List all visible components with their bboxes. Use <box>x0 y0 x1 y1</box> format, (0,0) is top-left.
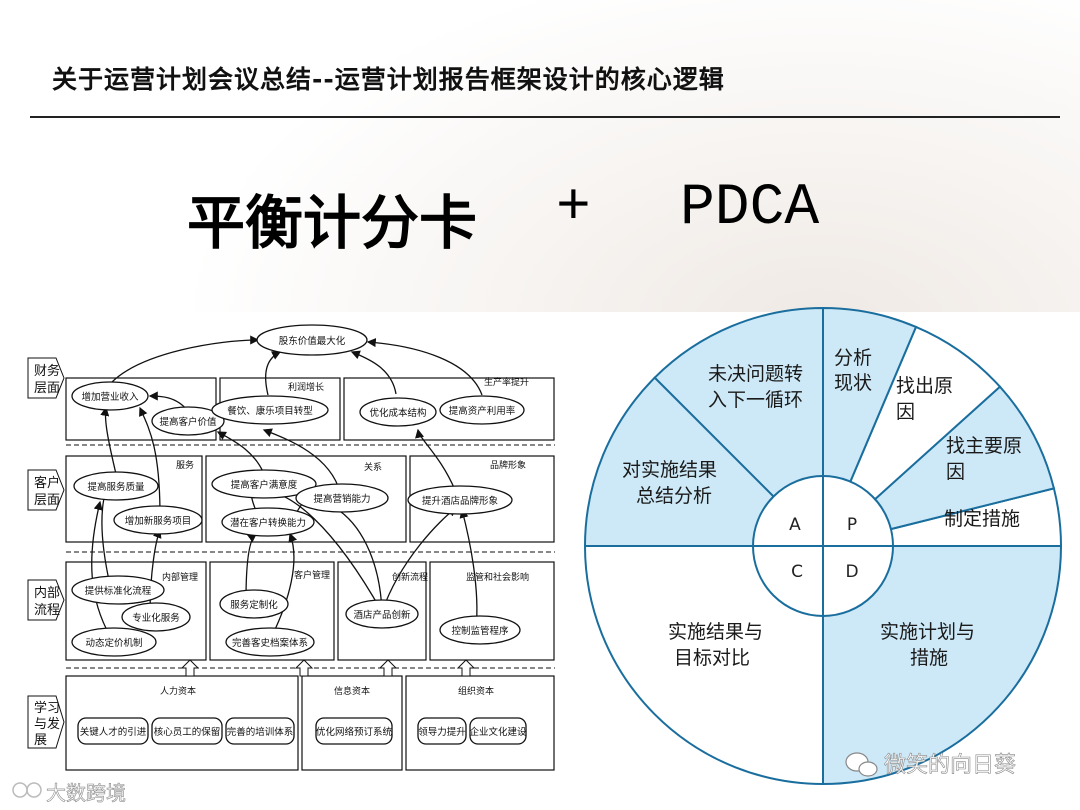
pdca-seg-unsolved-1: 未决问题转 <box>708 363 803 385</box>
node-shareholder: 股东价值最大化 <box>279 335 346 347</box>
section-innovation: 创新流程 <box>392 571 428 583</box>
section-service: 服务 <box>176 459 194 471</box>
node-conversion: 潜在客户转换能力 <box>230 517 306 529</box>
node-training: 完善的培训体系 <box>227 726 294 738</box>
headline-plus: + <box>556 176 591 241</box>
pdca-sector-implement <box>822 545 1063 786</box>
pdca-quadrant-a: A <box>789 515 801 535</box>
layer-learning-line2: 与发 <box>34 716 60 732</box>
node-asset-use: 提高资产利用率 <box>449 405 516 417</box>
node-product-innov: 酒店产品创新 <box>353 609 411 621</box>
node-dyn-pricing: 动态定价机制 <box>85 637 142 649</box>
pdca-quadrant-d: D <box>845 562 858 582</box>
node-catering: 餐饮、康乐项目转型 <box>227 405 313 417</box>
section-regulation: 监管和社会影响 <box>466 571 529 583</box>
node-marketing: 提高营销能力 <box>313 493 370 505</box>
pdca-seg-analysis-1: 分析 <box>834 347 872 369</box>
layer-finance-line2: 层面 <box>34 381 60 396</box>
pdca-sector-compare <box>583 545 824 786</box>
pdca-seg-maincause-2: 因 <box>946 461 965 483</box>
watermark-right: 微笑的向日葵 <box>845 752 1016 778</box>
watermark-left-text: 大数跨境 <box>46 781 126 805</box>
layer-internal-line2: 流程 <box>34 603 60 618</box>
layer-finance-line1: 财务 <box>34 363 60 379</box>
node-brand-image: 提升酒店品牌形象 <box>422 495 499 507</box>
node-customer-value: 提高客户价值 <box>159 416 217 428</box>
pdca-seg-compare-2: 目标对比 <box>674 647 750 669</box>
title-divider <box>30 116 1060 118</box>
node-service-quality: 提高服务质量 <box>87 481 145 493</box>
section-relation: 关系 <box>364 461 382 473</box>
section-internal-mgmt: 内部管理 <box>162 571 198 583</box>
layer-learning: 学习 与发 展 <box>27 695 65 749</box>
headline-bsc: 平衡计分卡 <box>187 189 478 257</box>
pdca-seg-findcause-2: 因 <box>896 401 915 423</box>
node-std-process: 提供标准化流程 <box>85 585 152 597</box>
bsc-diagram: 财务 层面 客户 层面 内部 流程 学习 与发 展 <box>22 312 560 782</box>
section-info-capital: 信息资本 <box>334 685 370 697</box>
layer-finance: 财务 层面 <box>27 357 65 399</box>
wechat-icon <box>845 752 878 777</box>
headline-pdca: PDCA <box>680 176 820 241</box>
layer-customer: 客户 层面 <box>27 469 65 511</box>
pdca-sector-unsolved <box>653 306 824 549</box>
pdca-seg-implement-2: 措施 <box>910 647 948 669</box>
pdca-seg-implement-1: 实施计划与 <box>880 621 975 643</box>
node-revenue: 增加营业收入 <box>81 391 139 403</box>
pdca-seg-measures: 制定措施 <box>944 508 1020 530</box>
layer-internal: 内部 流程 <box>27 579 65 621</box>
pdca-seg-summary-2: 总结分析 <box>636 485 712 507</box>
section-human-capital: 人力资本 <box>160 685 196 697</box>
layer-internal-line1: 内部 <box>34 585 60 601</box>
section-profit-growth: 利润增长 <box>288 381 324 393</box>
pdca-diagram: 分析 现状 找出原 因 找主要原 因 制定措施 未决问题转 入下一循环 对实施结… <box>558 306 1080 786</box>
node-talent: 关键人才的引进 <box>80 726 147 738</box>
node-satisfaction: 提高客户满意度 <box>231 479 298 491</box>
watermark-left: 大数跨境 <box>12 781 126 805</box>
layer-learning-line1: 学习 <box>34 700 60 716</box>
pdca-wheel <box>583 306 1063 786</box>
node-network: 优化网络预订系统 <box>316 726 393 738</box>
pdca-seg-findcause-1: 找出原 <box>896 375 953 397</box>
node-cost: 优化成本结构 <box>369 407 426 419</box>
pdca-seg-maincause-1: 找主要原 <box>946 435 1022 457</box>
layer-customer-line2: 层面 <box>34 493 60 508</box>
pdca-seg-unsolved-2: 入下一循环 <box>708 389 803 411</box>
layer-learning-line3: 展 <box>34 733 47 748</box>
slide-title: 关于运营计划会议总结--运营计划报告框架设计的核心逻辑 <box>52 65 725 94</box>
node-culture: 企业文化建设 <box>469 726 527 738</box>
section-customer-mgmt: 客户管理 <box>294 569 330 581</box>
pdca-quadrant-c: C <box>791 562 803 582</box>
node-customization: 服务定制化 <box>230 599 278 611</box>
node-retention: 核心员工的保留 <box>154 726 221 738</box>
node-leadership: 领导力提升 <box>418 726 466 738</box>
brand-logo-icon <box>12 782 42 798</box>
node-pro-service: 专业化服务 <box>132 612 180 624</box>
section-brand: 品牌形象 <box>490 459 526 471</box>
node-supervision: 控制监管程序 <box>451 625 509 637</box>
pdca-sector-summary <box>583 376 826 547</box>
pdca-seg-summary-1: 对实施结果 <box>622 459 717 481</box>
pdca-seg-compare-1: 实施结果与 <box>668 621 763 643</box>
section-org-capital: 组织资本 <box>458 685 494 697</box>
section-productivity: 生产率提升 <box>484 376 529 388</box>
node-new-service: 增加新服务项目 <box>125 515 192 527</box>
layer-customer-line1: 客户 <box>34 475 60 491</box>
node-archive: 完善客史档案体系 <box>232 637 308 649</box>
pdca-seg-analysis-2: 现状 <box>834 372 872 394</box>
watermark-right-text: 微笑的向日葵 <box>884 753 1016 778</box>
pdca-quadrant-p: P <box>847 515 857 535</box>
